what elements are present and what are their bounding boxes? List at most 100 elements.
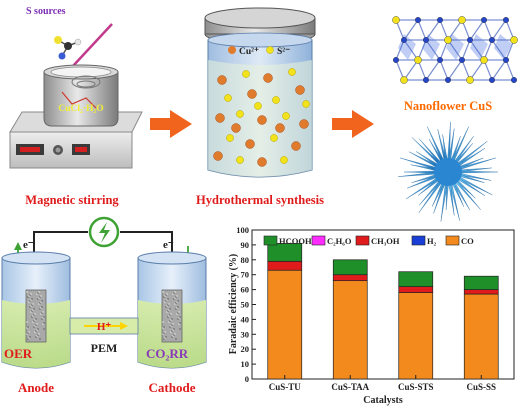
bar-segment-choh [463, 289, 499, 295]
x-tick-label: CuS-TU [269, 382, 302, 392]
cu-ion-dot [291, 141, 301, 151]
s-ion-dot [280, 156, 288, 164]
y-axis-label: Faradaic efficiency (%) [228, 254, 239, 355]
bar-segment-choh [267, 260, 303, 271]
s-ion-dot [236, 156, 244, 164]
s-ion-dot [270, 134, 278, 142]
stirring-beaker [43, 71, 119, 127]
cu-ion-dot [247, 89, 257, 99]
cu-ion-dot [231, 123, 241, 133]
s-ion-dot [272, 96, 280, 104]
proton-arrow [120, 322, 128, 330]
s-ion-dot [224, 94, 232, 102]
bar-segment-choh [332, 274, 368, 282]
cathode-label: Cathode [149, 380, 196, 395]
s-ion-dot [282, 112, 290, 120]
cu-ion-dot [257, 115, 267, 125]
bar-segment-hcooh [267, 243, 303, 262]
y-tick-label: 30 [241, 329, 250, 339]
legend-swatch [263, 235, 278, 246]
x-tick-label: CuS-STS [398, 382, 434, 392]
legend-label: H₂ [427, 236, 437, 246]
cu-ion-dot [295, 85, 305, 95]
chart-legend: HCOOH C₂H₆O CH₃OH H₂ CO [263, 235, 474, 246]
bar-segment-choh [398, 286, 434, 293]
cu-ion-dot [217, 75, 227, 85]
y-tick-label: 100 [236, 225, 249, 235]
legend-swatch [311, 235, 326, 246]
process-arrow-2 [332, 110, 374, 138]
electrolysis-cell: e⁻ e⁻ OER CO₂RR H⁺ PEM Anode Cathode [1, 216, 207, 395]
cu-ion-dot [245, 139, 255, 149]
co2rr-label: CO₂RR [146, 346, 189, 361]
y-tick-label: 70 [241, 270, 250, 280]
magnetic-stirring-label: Magnetic stirring [25, 193, 119, 207]
s-ion-dot [236, 110, 244, 118]
bar-segment-hcooh [332, 259, 368, 276]
s-ion-dot [302, 100, 310, 108]
legend-label: C₂H₆O [327, 236, 352, 246]
electron-label-left: e⁻ [23, 239, 34, 251]
s-source-molecule [54, 36, 82, 60]
cu-ion-dot [263, 73, 273, 83]
legend-swatch [355, 235, 370, 246]
cu-ion-dot [299, 119, 309, 129]
process-arrow-1 [150, 110, 192, 138]
y-tick-label: 80 [241, 255, 250, 265]
y-tick-label: 60 [241, 285, 250, 295]
legend-label: CH₃OH [371, 236, 400, 246]
cathode-electrode [161, 289, 183, 343]
y-tick-label: 50 [241, 300, 250, 310]
s-ion-label: S²⁻ [277, 47, 290, 57]
legend-label: CO [461, 236, 474, 246]
bar-segment-co [463, 293, 499, 380]
ion-particles [213, 68, 310, 167]
s-ion-dot [226, 134, 234, 142]
y-tick-label: 20 [241, 344, 250, 354]
cu-ion-label: Cu²⁺ [239, 47, 259, 57]
bar-segment-co [398, 292, 434, 380]
cu-ion-dot [213, 151, 223, 161]
cu-ion-dot [215, 113, 225, 123]
y-tick-label: 40 [241, 314, 250, 324]
nanoflower-illustration [398, 122, 499, 222]
pem-label: PEM [91, 341, 118, 355]
legend-label: HCOOH [279, 236, 312, 246]
anode-electrode [25, 289, 47, 343]
y-tick-label: 10 [241, 359, 250, 369]
bar-series [267, 243, 499, 380]
electron-label-right: e⁻ [163, 239, 174, 251]
cu-ion-dot [275, 123, 285, 133]
s-ion-legend-dot [266, 46, 274, 54]
proton-label: H⁺ [97, 321, 112, 333]
x-tick-label: CuS-SS [466, 382, 496, 392]
legend-swatch [445, 235, 460, 246]
x-axis-label: Catalysts [363, 395, 403, 406]
y-axis: 0 10 20 30 40 50 60 70 80 90 100 [236, 225, 256, 384]
cus-crystal-structure [384, 8, 518, 86]
y-tick-label: 90 [241, 240, 250, 250]
s-sources-label: S sources [26, 6, 66, 17]
bar-segment-co [332, 280, 368, 380]
magnetic-stirrer-illustration: CuCl₂·H₂O S sources Magnetic stirring [9, 6, 143, 207]
oer-label: OER [4, 346, 33, 361]
electron-up-arrow [14, 242, 22, 250]
s-ion-dot [254, 102, 262, 110]
bar-segment-co [267, 269, 303, 380]
y-tick-label: 0 [245, 374, 249, 384]
legend-swatch [411, 235, 426, 246]
cu-ion-legend-dot [228, 46, 236, 54]
hydrothermal-reactor: Cu²⁺ S²⁻ Hydrothermal synthesis [196, 7, 324, 207]
bar-segment-hcooh [463, 275, 499, 290]
anode-label: Anode [18, 380, 54, 395]
bar-segment-hcooh [398, 271, 434, 287]
cu-ion-dot [257, 157, 267, 167]
hydrothermal-label: Hydrothermal synthesis [196, 193, 324, 207]
s-ion-dot [288, 68, 296, 76]
s-ion-dot [242, 70, 250, 78]
nanoflower-label: Nanoflower CuS [404, 99, 492, 113]
cucl2-label: CuCl₂·H₂O [58, 104, 103, 114]
